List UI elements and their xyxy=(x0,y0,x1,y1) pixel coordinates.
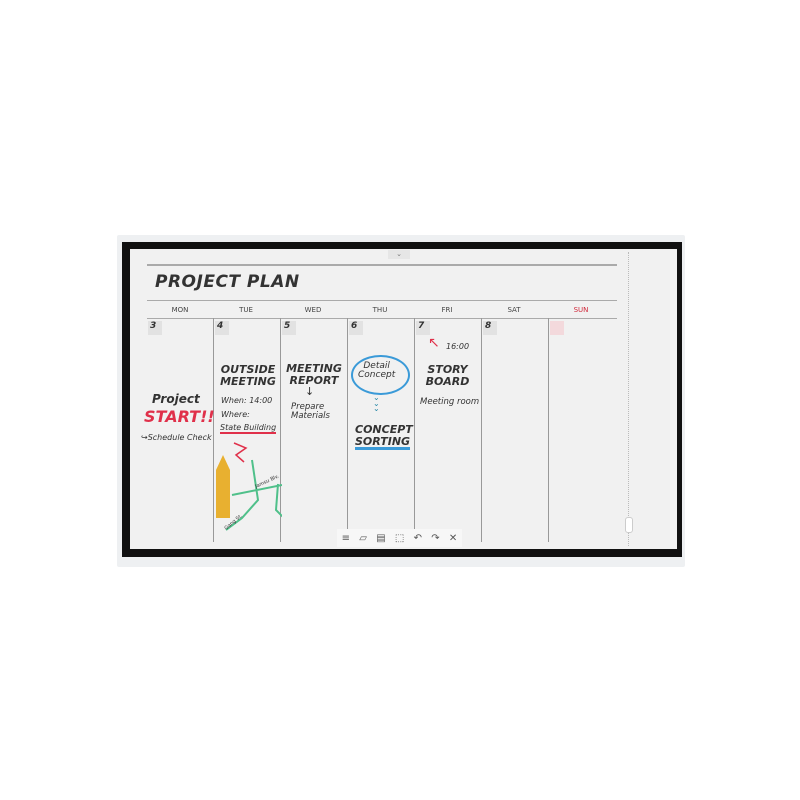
note-meeting-room: Meeting room xyxy=(420,397,480,407)
select-icon[interactable]: ⬚ xyxy=(394,532,405,544)
day-sat: SAT xyxy=(507,306,521,314)
date-wed: 5 xyxy=(282,321,296,335)
note-place: State Building xyxy=(220,423,277,435)
date-tue: 4 xyxy=(215,321,229,335)
date-sat: 8 xyxy=(483,321,497,335)
note-project: Project xyxy=(152,392,200,406)
paste-icon[interactable]: ▤ xyxy=(376,532,386,544)
chevrons-down-icon: ⌄⌄⌄ xyxy=(373,393,380,414)
day-thu: THU xyxy=(372,306,388,314)
note-schedule-check: ↪Schedule Check xyxy=(141,433,212,442)
note-start: START!! xyxy=(144,407,215,426)
menu-icon[interactable]: ≡ xyxy=(341,532,351,544)
note-where: Where: xyxy=(221,410,250,419)
date-thu: 6 xyxy=(349,321,363,335)
undo-icon[interactable]: ↶ xyxy=(413,532,423,544)
column-divider xyxy=(481,318,482,542)
arrow-icon: ↖ xyxy=(428,335,440,351)
scroll-track[interactable] xyxy=(628,252,630,546)
date-fri: 7 xyxy=(416,321,430,335)
date-mon: 3 xyxy=(148,321,162,335)
toolbar: ≡ ▱ ▤ ⬚ ↶ ↷ ✕ xyxy=(337,529,462,547)
map-drawing: Jamsu Blv. Gang St. xyxy=(216,442,282,532)
divider xyxy=(147,300,617,301)
redo-icon[interactable]: ↷ xyxy=(431,532,440,544)
circle-mark xyxy=(351,355,410,395)
page-title: PROJECT PLAN xyxy=(155,272,300,292)
column-divider xyxy=(280,318,281,542)
column-divider xyxy=(414,318,415,542)
column-divider xyxy=(548,318,549,542)
day-wed: WED xyxy=(304,306,322,314)
day-sun: SUN xyxy=(573,306,589,314)
column-divider xyxy=(213,318,214,542)
scroll-handle[interactable] xyxy=(625,517,633,533)
day-tue: TUE xyxy=(239,306,253,314)
close-icon[interactable]: ✕ xyxy=(448,532,458,544)
column-divider xyxy=(347,318,348,542)
day-mon: MON xyxy=(171,306,189,314)
day-fri: FRI xyxy=(441,306,453,314)
note-time: 16:00 xyxy=(446,342,470,351)
note-when: When: 14:00 xyxy=(221,396,273,405)
sticky-note-icon[interactable]: ▱ xyxy=(359,532,367,544)
divider xyxy=(147,264,617,266)
collapse-chevron-icon[interactable]: ⌄ xyxy=(388,250,410,259)
divider xyxy=(147,318,617,319)
arrow-down-icon: ↓ xyxy=(305,385,315,398)
date-sun xyxy=(550,321,564,335)
